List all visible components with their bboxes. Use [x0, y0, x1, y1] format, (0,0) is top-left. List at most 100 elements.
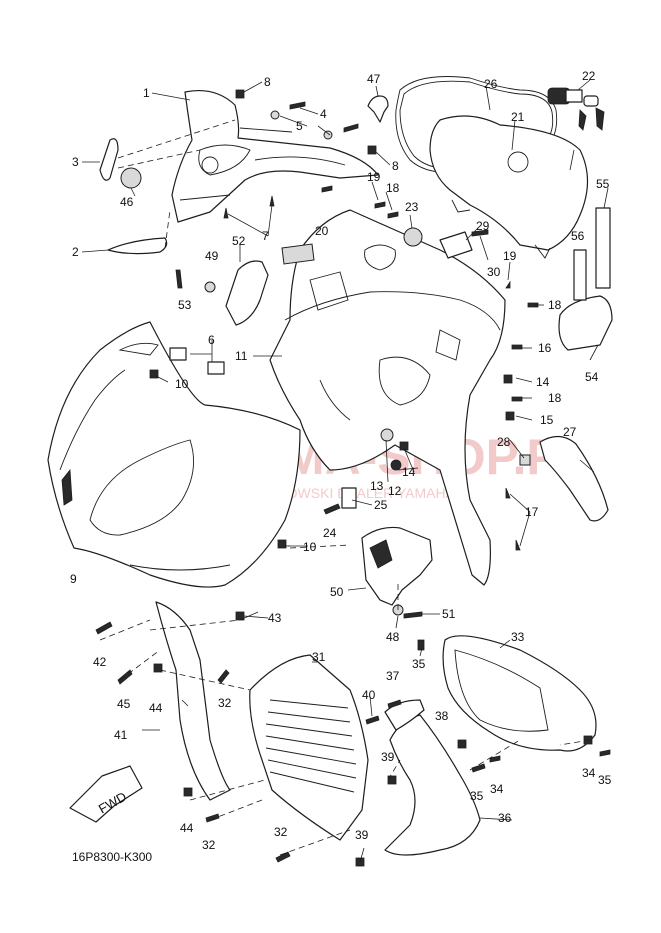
label-6: 6 [208, 333, 215, 347]
label-13: 13 [370, 479, 384, 493]
label-5: 5 [296, 119, 303, 133]
part-3-side-trim [99, 138, 119, 181]
label-19b: 19 [503, 249, 517, 263]
label-1: 1 [143, 86, 150, 100]
part-code: 16P8300-K300 [72, 850, 152, 864]
part-55-strap [595, 207, 611, 289]
label-9: 9 [70, 572, 77, 586]
label-8b: 8 [392, 159, 399, 173]
part-47-clip [367, 95, 389, 123]
fwd-arrow: FWD [69, 765, 143, 823]
part-2-lower-trim [107, 237, 168, 255]
part-31-grille [249, 654, 369, 841]
part-28-clip [519, 454, 531, 466]
label-40: 40 [362, 688, 376, 702]
part-54-panel [558, 295, 613, 351]
label-3: 3 [72, 155, 79, 169]
leader-lines [81, 79, 609, 863]
part-number-labels: 1 2 3 4 5 6 7 8 8 9 10 10 11 12 13 14 14… [70, 69, 612, 852]
label-39a: 39 [381, 750, 395, 764]
label-48: 48 [386, 630, 400, 644]
label-33: 33 [511, 630, 525, 644]
part-22-main-switch [547, 87, 605, 131]
part-6-rubber-b [207, 361, 225, 375]
label-10a: 10 [175, 377, 189, 391]
label-20: 20 [315, 224, 329, 238]
label-31: 31 [312, 650, 326, 664]
label-22: 22 [582, 69, 596, 83]
part-50-stay-inner [369, 539, 393, 569]
label-36: 36 [498, 811, 512, 825]
part-41-side-cover [155, 601, 231, 801]
label-27: 27 [563, 425, 577, 439]
label-55: 55 [596, 177, 610, 191]
label-17: 17 [525, 505, 539, 519]
label-10b: 10 [303, 540, 317, 554]
label-11: 11 [235, 349, 248, 363]
label-2: 2 [72, 245, 79, 259]
label-19a: 19 [367, 170, 381, 184]
fasteners [95, 89, 611, 867]
label-29: 29 [476, 219, 490, 233]
label-24: 24 [323, 526, 337, 540]
label-26: 26 [484, 77, 498, 91]
label-7: 7 [262, 229, 269, 243]
part-1-front-upper-cover [171, 89, 379, 223]
label-47: 47 [367, 72, 381, 86]
label-38: 38 [435, 709, 449, 723]
label-32c: 32 [202, 838, 216, 852]
label-25: 25 [374, 498, 388, 512]
label-18b: 18 [548, 298, 562, 312]
label-32b: 32 [274, 825, 288, 839]
label-44b: 44 [180, 821, 194, 835]
part-33-rear-panel [442, 635, 597, 752]
label-39b: 39 [355, 828, 369, 842]
label-44a: 44 [149, 701, 163, 715]
part-11-leg-shield [269, 209, 506, 586]
label-32a: 32 [218, 696, 232, 710]
label-37: 37 [386, 669, 400, 683]
part-23-grommet [403, 227, 423, 247]
label-4: 4 [320, 107, 327, 121]
part-6-rubber-a [169, 347, 187, 361]
label-53: 53 [178, 298, 192, 312]
label-28: 28 [497, 435, 511, 449]
label-14a: 14 [536, 375, 550, 389]
label-15: 15 [540, 413, 554, 427]
part-20-pad [281, 243, 315, 265]
part-50-stay [361, 526, 433, 606]
label-52: 52 [232, 234, 246, 248]
label-34b: 34 [582, 766, 596, 780]
label-16: 16 [538, 341, 552, 355]
label-8a: 8 [264, 75, 271, 89]
label-49: 49 [205, 249, 219, 263]
label-56: 56 [571, 229, 585, 243]
label-42: 42 [93, 655, 107, 669]
part-36-lower-panel [384, 714, 481, 856]
label-50: 50 [330, 585, 344, 599]
label-45: 45 [117, 697, 131, 711]
label-35a: 35 [412, 657, 426, 671]
label-46: 46 [120, 195, 134, 209]
label-51: 51 [442, 607, 456, 621]
label-21: 21 [511, 110, 525, 124]
part-25-bracket [341, 487, 357, 509]
label-12: 12 [388, 484, 402, 498]
label-23: 23 [405, 200, 419, 214]
label-54: 54 [585, 370, 599, 384]
label-14b: 14 [402, 465, 416, 479]
part-27-grip [539, 435, 609, 522]
label-18a: 18 [386, 181, 400, 195]
label-43: 43 [268, 611, 282, 625]
part-46-cap [120, 167, 142, 189]
part-9-front-cowl [47, 321, 301, 588]
label-35c: 35 [598, 773, 612, 787]
part-52-bracket [225, 260, 269, 326]
label-30: 30 [487, 265, 501, 279]
label-35b: 35 [470, 789, 484, 803]
reference-lines [99, 119, 591, 856]
part-56-strip [573, 249, 587, 301]
part-29-bracket [439, 231, 473, 259]
label-18c: 18 [548, 391, 562, 405]
